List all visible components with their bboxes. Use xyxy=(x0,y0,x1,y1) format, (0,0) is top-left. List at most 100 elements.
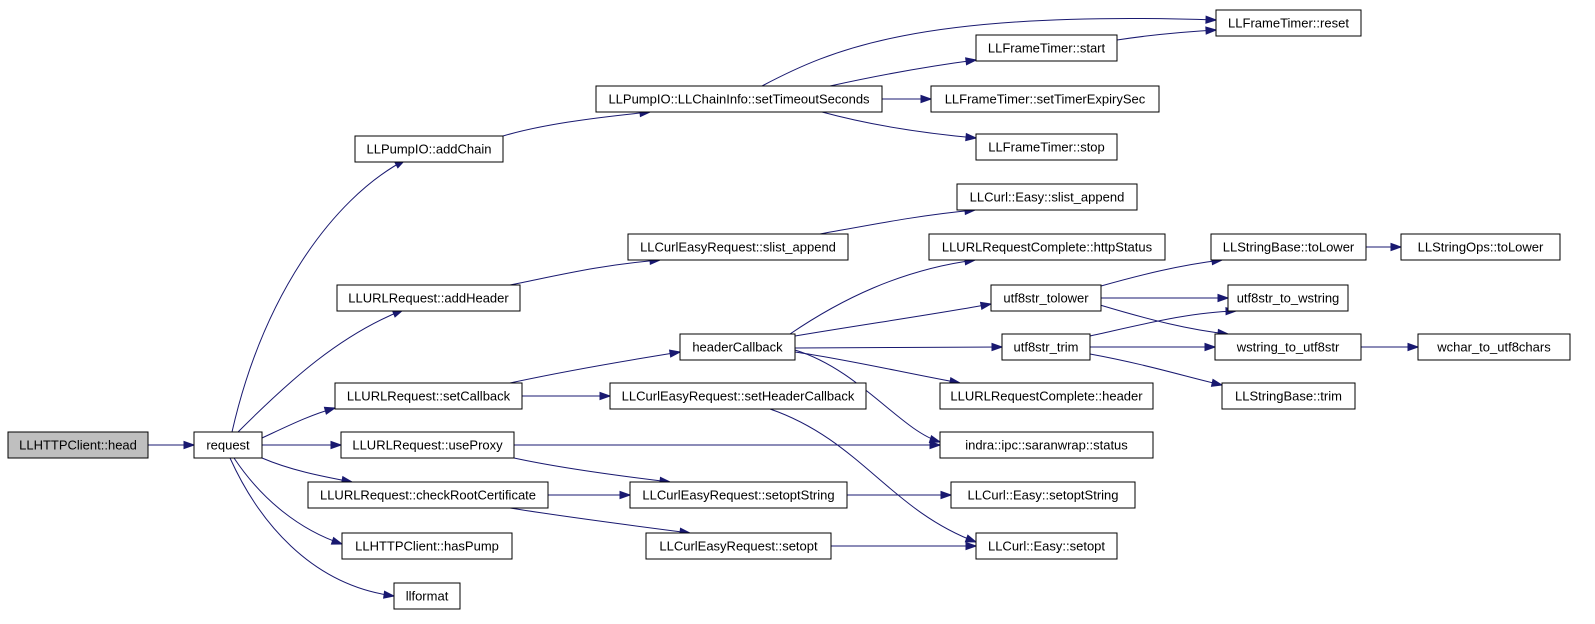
node-box[interactable] xyxy=(679,333,796,361)
node-llformat[interactable]: llformat xyxy=(393,582,461,610)
edge-arrowhead xyxy=(1205,26,1218,35)
edge-setHeaderCallback-to-easySetopt xyxy=(769,408,978,543)
node-httpStatus[interactable]: LLURLRequestComplete::httpStatus xyxy=(928,233,1166,261)
node-box[interactable] xyxy=(595,85,883,113)
node-box[interactable] xyxy=(939,431,1154,459)
node-box[interactable] xyxy=(975,133,1118,161)
node-head[interactable]: LLHTTPClient::head xyxy=(7,431,149,459)
edge-line xyxy=(789,259,976,335)
edge-headerCallback-to-utf8strTrim xyxy=(794,342,1004,352)
edge-line xyxy=(794,349,941,443)
node-utf8strTrim[interactable]: utf8str_trim xyxy=(1001,333,1091,361)
node-box[interactable] xyxy=(609,382,867,410)
node-saranStatus[interactable]: indra::ipc::saranwrap::status xyxy=(939,431,1154,459)
node-wstringToUtf8str[interactable]: wstring_to_utf8str xyxy=(1214,333,1362,361)
node-box[interactable] xyxy=(336,284,521,312)
edge-arrowhead xyxy=(965,132,978,142)
node-wcharToUtf8chars[interactable]: wchar_to_utf8chars xyxy=(1417,333,1571,361)
edge-line xyxy=(769,408,977,543)
node-cerSetopt[interactable]: LLCurlEasyRequest::setopt xyxy=(645,532,832,560)
edge-setCallback-to-headerCallback xyxy=(509,349,682,384)
node-box[interactable] xyxy=(645,532,832,560)
node-box[interactable] xyxy=(1221,382,1356,410)
node-box[interactable] xyxy=(928,233,1166,261)
node-easySetoptString[interactable]: LLCurl::Easy::setoptString xyxy=(950,481,1136,509)
node-box[interactable] xyxy=(341,532,513,560)
edge-headerCallback-to-httpStatus xyxy=(789,257,977,335)
node-label: utf8str_trim xyxy=(1013,340,1078,355)
node-utf8strToWstring[interactable]: utf8str_to_wstring xyxy=(1227,284,1349,312)
edge-arrowhead xyxy=(1407,342,1420,352)
node-box[interactable] xyxy=(629,481,848,509)
edge-line xyxy=(821,111,977,139)
node-box[interactable] xyxy=(975,532,1118,560)
edge-arrowhead xyxy=(323,406,337,415)
edge-headerCallback-to-saranStatus xyxy=(794,349,942,444)
edge-cerSlistAppend-to-easySlistAppend xyxy=(819,206,977,235)
node-setTimeoutSeconds[interactable]: LLPumpIO::LLChainInfo::setTimeoutSeconds xyxy=(595,85,883,113)
edge-arrowhead xyxy=(965,57,978,66)
node-request[interactable]: request xyxy=(193,431,263,459)
edge-line xyxy=(1089,353,1223,386)
edge-cerSetoptString-to-easySetoptString xyxy=(847,490,953,500)
node-box[interactable] xyxy=(975,34,1118,62)
node-box[interactable] xyxy=(193,431,263,459)
node-box[interactable] xyxy=(930,85,1160,113)
edge-addHeader-to-cerSlistAppend xyxy=(509,256,662,286)
edge-line xyxy=(229,457,395,597)
node-cerSlistAppend[interactable]: LLCurlEasyRequest::slist_append xyxy=(627,233,849,261)
node-setHeaderCallback[interactable]: LLCurlEasyRequest::setHeaderCallback xyxy=(609,382,867,410)
edge-line xyxy=(1089,310,1237,337)
node-addChain[interactable]: LLPumpIO::addChain xyxy=(354,135,504,163)
node-easySlistAppend[interactable]: LLCurl::Easy::slist_append xyxy=(956,183,1138,211)
node-toLower[interactable]: LLStringBase::toLower xyxy=(1210,233,1367,261)
edge-setCallback-to-setHeaderCallback xyxy=(521,391,612,401)
node-label: LLFrameTimer::setTimerExpirySec xyxy=(945,92,1146,107)
node-box[interactable] xyxy=(334,382,523,410)
node-box[interactable] xyxy=(950,481,1136,509)
node-cerSetoptString[interactable]: LLCurlEasyRequest::setoptString xyxy=(629,481,848,509)
edge-utf8strTolower-to-toLower xyxy=(1100,257,1224,287)
node-box[interactable] xyxy=(1215,9,1362,37)
node-box[interactable] xyxy=(1227,284,1349,312)
node-useProxy[interactable]: LLURLRequest::useProxy xyxy=(340,431,515,459)
node-box[interactable] xyxy=(1417,333,1571,361)
edge-arrowhead xyxy=(979,301,993,311)
node-box[interactable] xyxy=(939,382,1154,410)
node-headerCallback[interactable]: headerCallback xyxy=(679,333,796,361)
node-addHeader[interactable]: LLURLRequest::addHeader xyxy=(336,284,521,312)
node-easySetopt[interactable]: LLCurl::Easy::setopt xyxy=(975,532,1118,560)
node-opsToLower[interactable]: LLStringOps::toLower xyxy=(1400,233,1561,261)
edge-arrowhead xyxy=(1390,242,1403,252)
node-ftSetTimerExpirySec[interactable]: LLFrameTimer::setTimerExpirySec xyxy=(930,85,1160,113)
node-box[interactable] xyxy=(1001,333,1091,361)
node-label: indra::ipc::saranwrap::status xyxy=(965,438,1128,453)
node-box[interactable] xyxy=(1400,233,1561,261)
node-ftStop[interactable]: LLFrameTimer::stop xyxy=(975,133,1118,161)
edge-request-to-llformat xyxy=(229,457,396,599)
edge-ftStart-to-ftReset xyxy=(1116,26,1218,41)
node-box[interactable] xyxy=(1214,333,1362,361)
node-box[interactable] xyxy=(1210,233,1367,261)
node-ftReset[interactable]: LLFrameTimer::reset xyxy=(1215,9,1362,37)
node-box[interactable] xyxy=(354,135,504,163)
node-checkRootCert[interactable]: LLURLRequest::checkRootCertificate xyxy=(307,481,549,509)
node-sbTrim[interactable]: LLStringBase::trim xyxy=(1221,382,1356,410)
node-label: headerCallback xyxy=(692,340,783,355)
node-setCallback[interactable]: LLURLRequest::setCallback xyxy=(334,382,523,410)
node-box[interactable] xyxy=(7,431,149,459)
node-utf8strTolower[interactable]: utf8str_tolower xyxy=(990,284,1102,312)
node-box[interactable] xyxy=(393,582,461,610)
node-box[interactable] xyxy=(340,431,515,459)
node-box[interactable] xyxy=(627,233,849,261)
node-rcHeader[interactable]: LLURLRequestComplete::header xyxy=(939,382,1154,410)
edge-line xyxy=(502,111,651,137)
edge-line xyxy=(509,259,661,286)
node-box[interactable] xyxy=(956,183,1138,211)
edge-line xyxy=(1116,29,1217,41)
node-ftStart[interactable]: LLFrameTimer::start xyxy=(975,34,1118,62)
edge-line xyxy=(261,457,353,483)
node-box[interactable] xyxy=(307,481,549,509)
node-hasPump[interactable]: LLHTTPClient::hasPump xyxy=(341,532,513,560)
node-box[interactable] xyxy=(990,284,1102,312)
